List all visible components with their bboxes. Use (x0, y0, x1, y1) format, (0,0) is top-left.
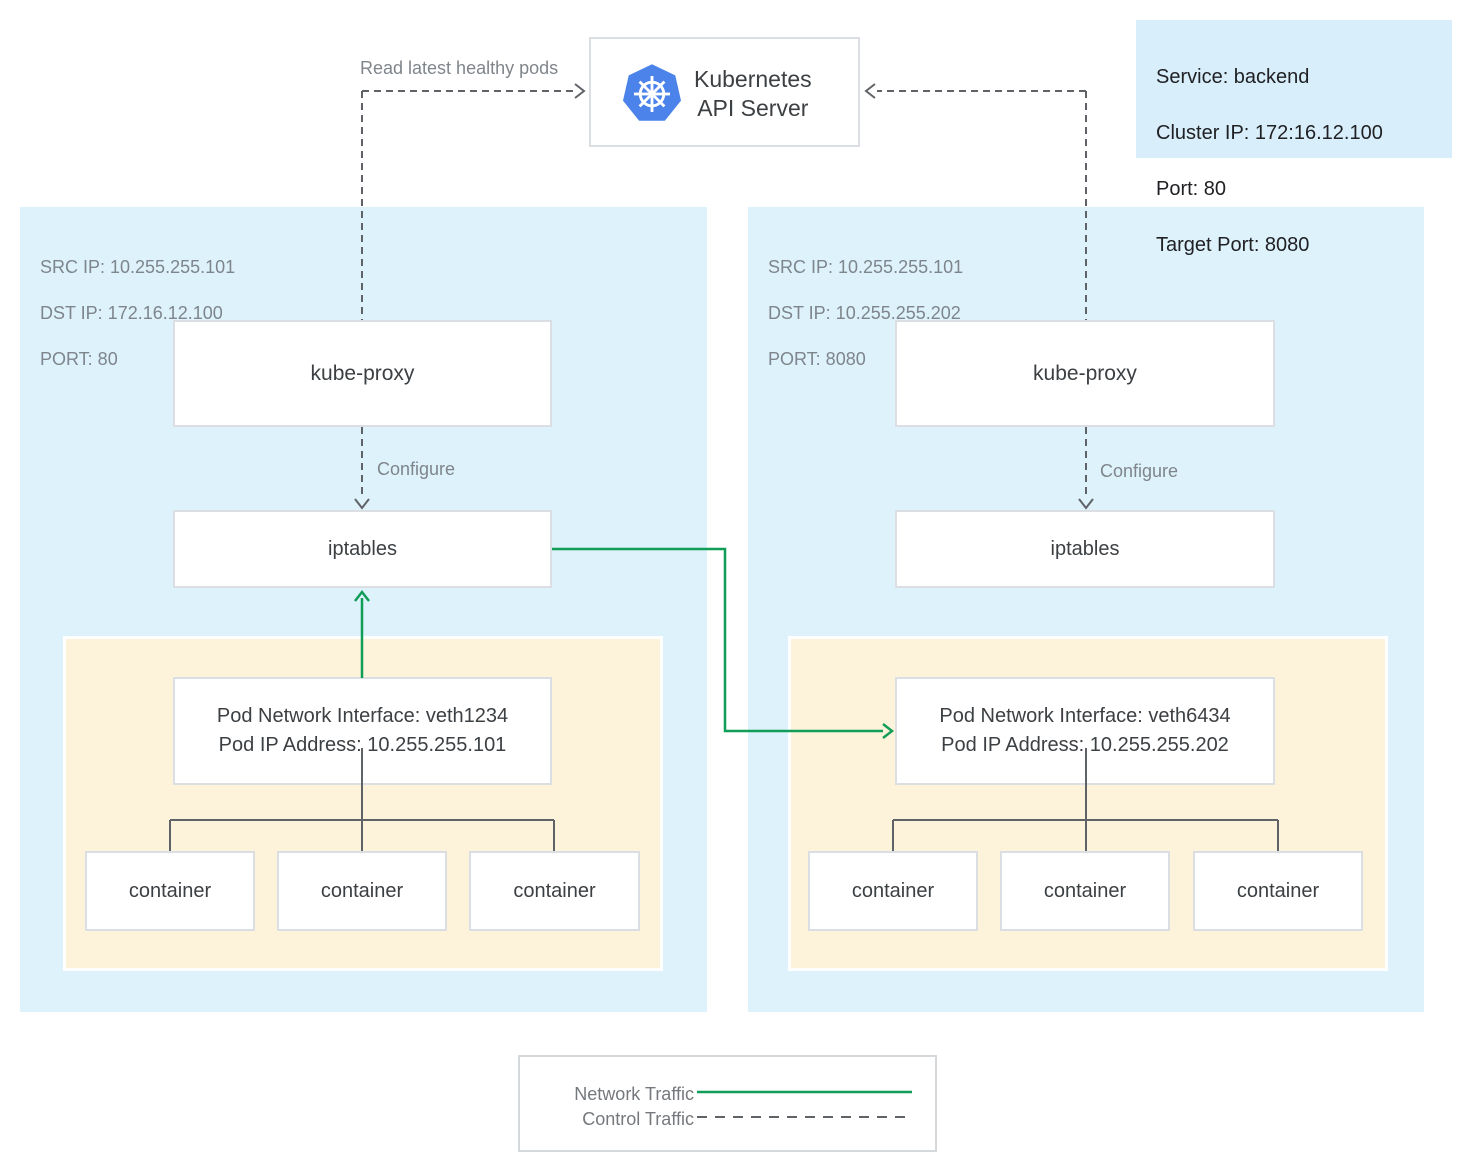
pod-interface-line: Pod Network Interface: veth6434 (939, 705, 1231, 727)
legend-control-traffic-label: Control Traffic (582, 1109, 694, 1129)
target-port-line: Target Port: 8080 (1156, 234, 1310, 256)
pod-interface-line: Pod Network Interface: veth1234 (216, 705, 509, 727)
api-server-box: Kubernetes API Server (589, 37, 860, 147)
container-label: container (1043, 879, 1127, 902)
arrow-into-api-right (864, 83, 876, 99)
kube-proxy-label: kube-proxy (310, 361, 415, 385)
service-line: Service: backend (1156, 66, 1310, 88)
port: PORT: 80 (40, 349, 118, 369)
service-info-box: Service: backend Cluster IP: 172:16.12.1… (1136, 20, 1452, 256)
container-box: container (85, 851, 255, 931)
container-label: container (128, 879, 212, 902)
dst-ip: DST IP: 10.255.255.202 (768, 303, 961, 323)
legend-box: Network Traffic Control Traffic (518, 1055, 937, 1152)
pod-interface-box-left: Pod Network Interface: veth1234 Pod IP A… (173, 677, 552, 785)
container-box: container (1000, 851, 1170, 931)
cluster-ip-line: Cluster IP: 172:16.12.100 (1156, 122, 1383, 144)
iptables-box-right: iptables (895, 510, 1275, 588)
api-server-title-line2: API Server (697, 95, 809, 121)
port: PORT: 8080 (768, 349, 866, 369)
legend-network-traffic-label: Network Traffic (574, 1084, 694, 1104)
dst-ip: DST IP: 172.16.12.100 (40, 303, 223, 323)
kube-proxy-label: kube-proxy (1033, 361, 1137, 385)
container-label: container (320, 879, 404, 902)
kubernetes-logo-icon (621, 63, 683, 125)
pod-ip-line: Pod IP Address: 10.255.255.101 (218, 734, 507, 756)
container-label: container (1236, 879, 1320, 902)
kube-proxy-box-left: kube-proxy (173, 320, 552, 427)
node-right-ip-info: SRC IP: 10.255.255.101 DST IP: 10.255.25… (768, 233, 963, 371)
api-server-title-line1: Kubernetes (694, 66, 812, 92)
iptables-label: iptables (1050, 537, 1120, 560)
port-line: Port: 80 (1156, 178, 1227, 200)
container-box: container (277, 851, 447, 931)
configure-label-right: Configure (1100, 461, 1179, 481)
src-ip: SRC IP: 10.255.255.101 (768, 257, 964, 277)
api-server-title: Kubernetes API Server (694, 65, 812, 123)
container-label: container (513, 879, 596, 902)
node-left-ip-info: SRC IP: 10.255.255.101 DST IP: 172.16.12… (40, 233, 235, 371)
kube-proxy-box-right: kube-proxy (895, 320, 1275, 427)
iptables-box-left: iptables (173, 510, 552, 588)
container-label: container (851, 879, 935, 902)
container-box: container (1193, 851, 1363, 931)
src-ip: SRC IP: 10.255.255.101 (40, 257, 236, 277)
iptables-label: iptables (328, 537, 397, 560)
container-box: container (469, 851, 640, 931)
read-latest-healthy-pods-label: Read latest healthy pods (360, 58, 559, 78)
configure-label-left: Configure (377, 459, 456, 479)
pod-ip-line: Pod IP Address: 10.255.255.202 (941, 734, 1229, 756)
arrow-into-api-left (574, 83, 586, 99)
pod-interface-box-right: Pod Network Interface: veth6434 Pod IP A… (895, 677, 1275, 785)
container-box: container (808, 851, 978, 931)
